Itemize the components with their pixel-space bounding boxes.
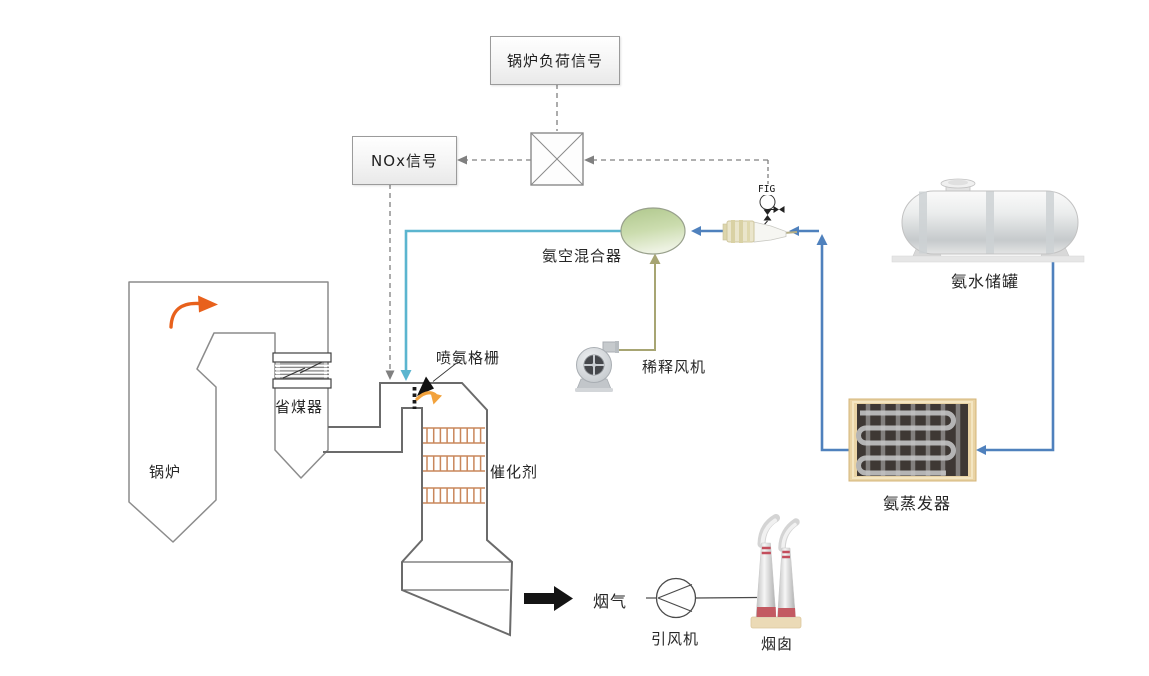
boiler-label: 锅炉 <box>149 463 182 481</box>
multiplier-block <box>530 132 584 186</box>
chimney-icon <box>750 514 802 629</box>
flue-gas-out-arrow <box>524 586 573 611</box>
pipes-ammonia-gas <box>691 226 1055 455</box>
nozzle-injector-icon <box>722 220 798 243</box>
catalyst-label: 催化剂 <box>490 463 539 481</box>
ammonia-evaporator-icon <box>848 398 977 482</box>
valve-icons <box>763 206 785 221</box>
catalyst-layers <box>423 427 485 504</box>
fig-instrument-icon <box>759 194 785 227</box>
economizer-icon <box>272 352 332 389</box>
dilution-fan-label: 稀释风机 <box>642 358 707 376</box>
evaporator-label: 氨蒸发器 <box>883 494 952 513</box>
boiler-flow-arrow <box>169 295 218 329</box>
ammonia-air-mixer-icon <box>620 207 686 255</box>
tank-label: 氨水储罐 <box>951 272 1020 291</box>
ammonia-tank-icon <box>891 178 1085 263</box>
catalyst-layer-3 <box>423 487 485 504</box>
scr-reactor-outline <box>323 382 514 637</box>
chimney-label: 烟囱 <box>761 635 794 653</box>
catalyst-layer-2 <box>423 455 485 472</box>
economizer-label: 省煤器 <box>275 398 324 416</box>
signal-lines <box>385 84 769 380</box>
pipe-evaporator-to-nozzle <box>820 245 850 452</box>
injection-grid-marks <box>412 363 457 409</box>
injection-grid-label: 喷氨格栅 <box>436 349 501 367</box>
pipe-tank-to-evaporator <box>986 262 1055 452</box>
nox-signal-label: NOx信号 <box>371 152 438 170</box>
id-fan-label: 引风机 <box>651 630 700 648</box>
catalyst-layer-1 <box>423 427 485 444</box>
injection-grid-pointer-arrow <box>417 376 434 396</box>
mixer-label: 氨空混合器 <box>542 247 623 265</box>
id-fan-icon <box>646 577 758 619</box>
nox-signal-box: NOx信号 <box>352 136 457 185</box>
boiler-load-signal-box: 锅炉负荷信号 <box>490 36 620 85</box>
fig-instrument-tag: FIG <box>757 184 777 195</box>
flue-gas-label: 烟气 <box>593 592 628 611</box>
pipe-ammonia-to-grid <box>400 229 622 381</box>
pipe-dilution-air <box>613 253 661 351</box>
boiler-outline <box>128 281 329 543</box>
boiler-load-signal-label: 锅炉负荷信号 <box>506 52 603 70</box>
dilution-fan-icon <box>575 341 619 392</box>
